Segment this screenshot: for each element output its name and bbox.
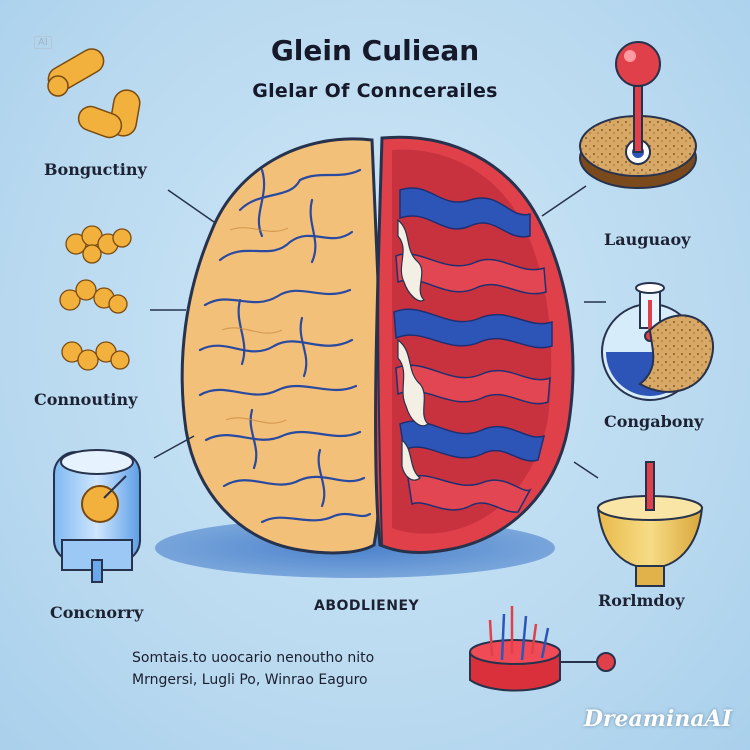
watermark: DreaminaAI (583, 706, 732, 732)
cup-pin-icon (596, 461, 704, 587)
molecule-clusters-icon (59, 225, 132, 371)
ai-badge: AI (34, 36, 52, 49)
capsule-container-icon (53, 449, 141, 583)
page-title: Glein Culiean (270, 34, 480, 67)
label-left-bottom: Concnorry (50, 603, 144, 622)
label-right-mid: Congabony (604, 412, 704, 431)
leader-lines (150, 185, 606, 479)
pin-cushion-icon (469, 606, 616, 692)
center-caption: ABODLIENEY (314, 598, 420, 614)
label-left-mid: Connoutiny (34, 390, 138, 409)
flask-sponge-icon (601, 282, 715, 401)
label-right-bottom: Rorlmdoy (598, 591, 685, 610)
capsule-pills-icon (47, 48, 141, 139)
label-left-top: Bonguctiny (44, 160, 147, 179)
note-line-1: Somtais.to uoocario nenoutho nito (132, 650, 375, 666)
left-hemisphere (180, 137, 384, 555)
page-subtitle: Glelar Of Conncerailes (252, 80, 498, 102)
label-right-top: Lauguaoy (604, 230, 691, 249)
right-hemisphere (374, 135, 575, 554)
note-line-2: Mrngersi, Lugli Po, Winrao Eaguro (132, 672, 368, 688)
pin-sponge-icon (579, 41, 697, 189)
